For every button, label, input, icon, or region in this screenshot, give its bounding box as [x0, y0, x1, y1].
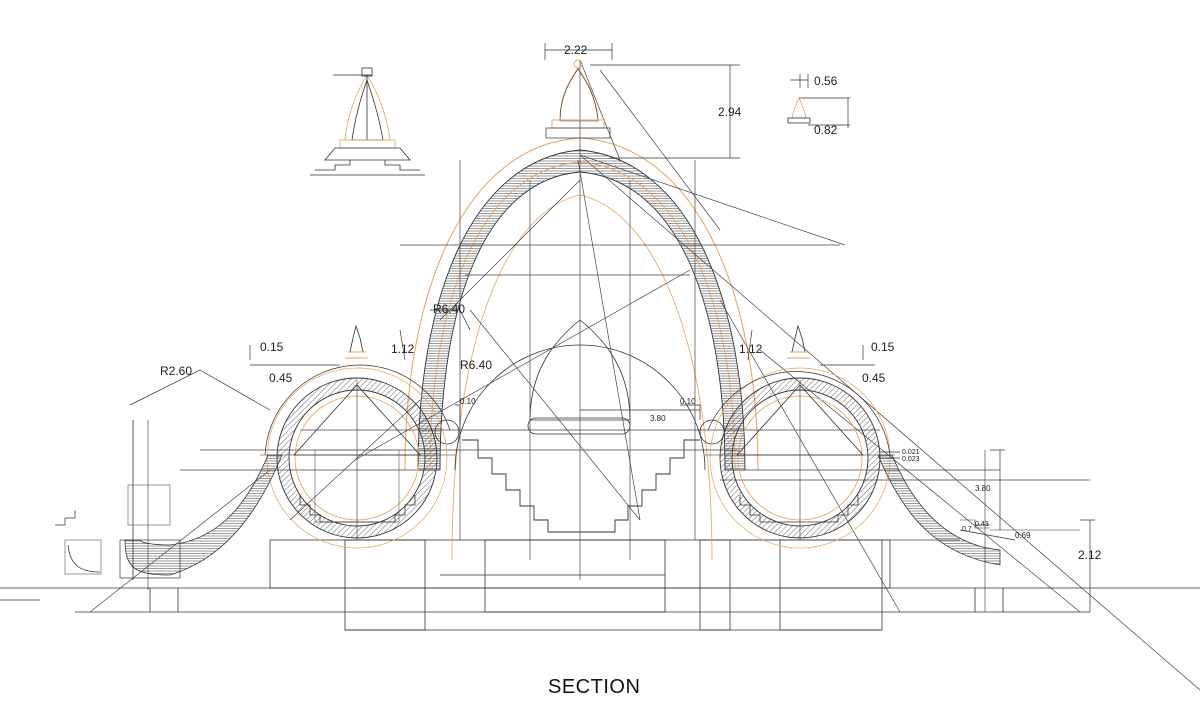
dim-left-offset-top: 0.15 [260, 340, 284, 354]
inner-stairs [462, 439, 700, 533]
dim-right-height: 3.80 [975, 484, 991, 493]
dim-center-small-b: 0.10 [680, 397, 696, 406]
dim-right-tiny-a: 0.021 [902, 449, 920, 456]
dim-right-step-a: 0.43 [975, 521, 989, 528]
dim-finial-width: 0.56 [814, 74, 838, 88]
dim-radius-side: R2.60 [160, 364, 192, 378]
dim-right-offset-bottom: 0.45 [862, 371, 886, 385]
construction-lines [89, 59, 1200, 691]
dim-right-step-c: 0.69 [1015, 531, 1031, 540]
dim-left-gap: 1.12 [391, 342, 415, 356]
dim-left-offset-bottom: 0.45 [269, 371, 293, 385]
detail-finial-right [787, 97, 850, 126]
dim-top-height: 2.94 [718, 105, 742, 119]
dim-right-offset-top: 0.15 [871, 340, 895, 354]
main-dome [404, 137, 759, 561]
center-finial [545, 59, 611, 139]
right-ramp [877, 450, 1080, 612]
dim-finial-height: 0.82 [814, 123, 838, 137]
dim-right-base-height: 2.12 [1078, 548, 1102, 562]
dim-top-width: 2.22 [564, 43, 588, 57]
dim-radius-main-b: R6.40 [460, 358, 492, 372]
dimension-lines [129, 43, 1095, 612]
dim-right-step-b: 0.7 [962, 526, 972, 533]
dim-center-small-a: 0.10 [460, 397, 476, 406]
drawing-title: SECTION [548, 676, 640, 698]
dim-center-span: 3.80 [650, 414, 666, 423]
base-structure [149, 539, 1004, 631]
left-chamber [260, 324, 455, 549]
right-chamber [705, 324, 895, 549]
detail-finial-left [310, 67, 425, 176]
dim-right-gap: 1.12 [739, 342, 763, 356]
ground-lines [0, 587, 1200, 613]
dim-radius-main-a: R6.40 [433, 302, 465, 316]
left-ramp [55, 420, 283, 590]
dim-right-tiny-b: 0.023 [902, 456, 920, 463]
